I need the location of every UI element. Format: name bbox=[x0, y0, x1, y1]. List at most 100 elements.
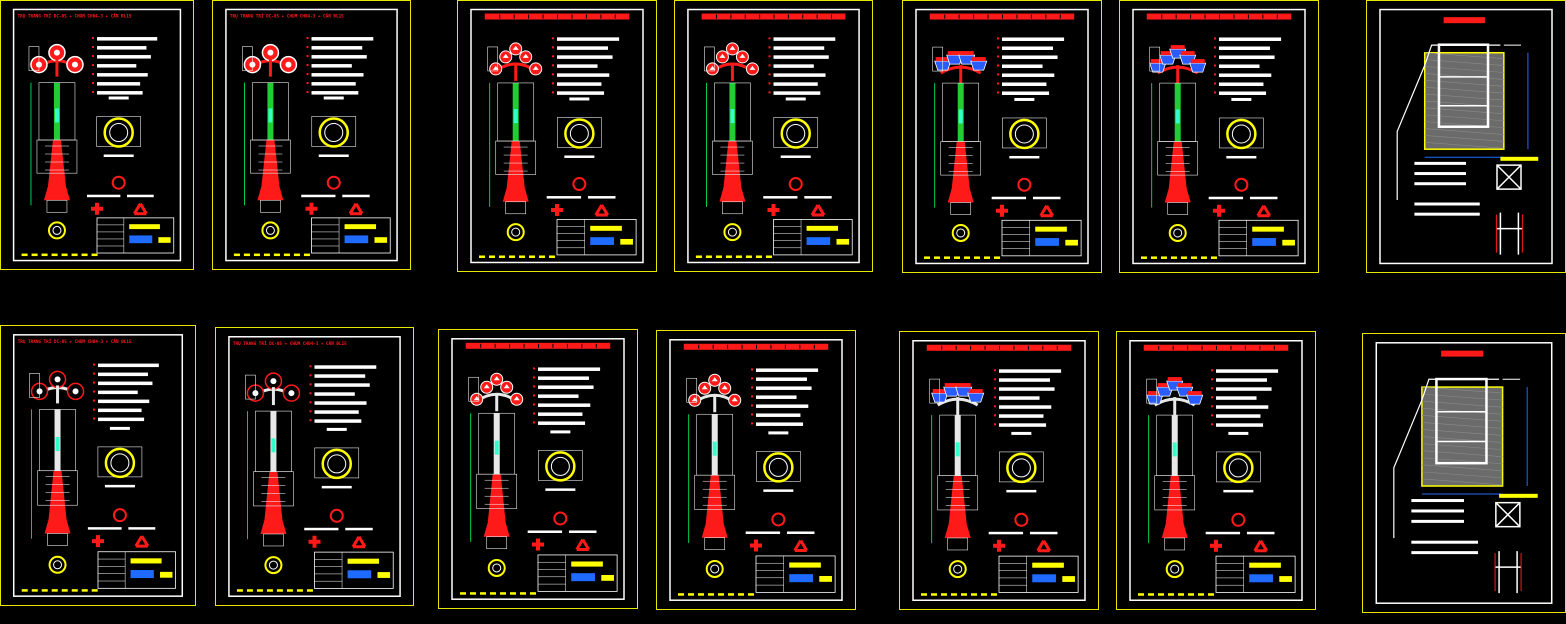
title-block-stamp bbox=[590, 237, 614, 245]
sheet-title-gap bbox=[987, 14, 989, 19]
drawing-sheet-5[interactable] bbox=[902, 0, 1102, 273]
title-block-name bbox=[344, 224, 377, 230]
bottom-scale-mark bbox=[71, 253, 78, 257]
sheet-title-gap bbox=[799, 344, 801, 349]
spec-text-line bbox=[756, 404, 809, 408]
spec-bullet bbox=[997, 46, 999, 49]
sheet-title-gap bbox=[730, 14, 732, 19]
drawing-sheet-4[interactable] bbox=[674, 0, 873, 272]
bottom-scale-mark bbox=[480, 592, 486, 595]
spec-text-line bbox=[98, 399, 150, 404]
lamp-bowl bbox=[943, 386, 961, 397]
bottom-scale-mark bbox=[21, 589, 28, 592]
sheet-title-gap bbox=[1190, 14, 1192, 19]
lamp-flower-core bbox=[731, 397, 738, 402]
spec-bullet bbox=[768, 82, 771, 85]
pole-base bbox=[947, 141, 974, 203]
spec-text-line bbox=[557, 82, 602, 86]
dimension-bracket bbox=[468, 376, 480, 402]
base-footing bbox=[46, 199, 68, 213]
dimension-bracket bbox=[686, 377, 698, 403]
anchor-plan-inner bbox=[1173, 228, 1183, 238]
dimension-bracket bbox=[28, 46, 40, 71]
sheet-title: TRỤ TRANG TRÍ DC-05 + CHÙM CH04-3 + CẦN … bbox=[18, 337, 132, 345]
lamp-bowl bbox=[1156, 386, 1174, 397]
spec-text-line bbox=[314, 365, 377, 369]
sheet-title-gap bbox=[984, 345, 986, 350]
lamp-globe-core bbox=[267, 49, 274, 56]
foundation-note-line bbox=[1411, 509, 1464, 513]
title-block-stamp bbox=[806, 237, 831, 245]
section-ring bbox=[104, 447, 136, 479]
bottom-scale-mark bbox=[981, 593, 987, 596]
title-block-code bbox=[620, 238, 633, 245]
pole-base bbox=[944, 475, 971, 538]
anchor-plan-circle bbox=[261, 221, 280, 240]
spec-text-line bbox=[97, 64, 137, 68]
spec-bullet bbox=[997, 91, 999, 94]
drawing-sheet-9[interactable]: TRỤ TRANG TRÍ DC-05 + CHÙM CH04-3 + CẦN … bbox=[215, 327, 414, 606]
drawing-sheet-10[interactable] bbox=[438, 329, 638, 609]
drawing-sheet-11[interactable] bbox=[656, 330, 856, 610]
bottom-scale-mark bbox=[81, 253, 88, 257]
drawing-sheet-1[interactable]: TRỤ TRANG TRÍ DC-05 + CHÙM CH04-3 + CẦN … bbox=[0, 0, 194, 270]
section-ring bbox=[318, 117, 349, 148]
concrete-hatch bbox=[1424, 142, 1504, 149]
anchor-plan-circle bbox=[487, 558, 506, 577]
drawing-sheet-12[interactable] bbox=[899, 331, 1099, 610]
lamp-globe-core bbox=[288, 390, 295, 397]
bottom-scale-mark bbox=[695, 255, 702, 258]
sheet-title-gap bbox=[1233, 14, 1235, 19]
spec-text-line bbox=[773, 55, 829, 59]
spec-bullet bbox=[533, 385, 535, 388]
sheet-title-gap bbox=[1002, 14, 1003, 19]
spec-text-line bbox=[98, 372, 148, 377]
lamp-bowl-cap bbox=[1150, 59, 1165, 64]
lamp-flower-core bbox=[512, 45, 519, 50]
foundation-note-line bbox=[1414, 182, 1466, 186]
title-block bbox=[1215, 555, 1296, 593]
sheet-title-gap bbox=[999, 345, 1000, 350]
drawing-sheet-6[interactable] bbox=[1119, 0, 1319, 273]
detail-label-left bbox=[991, 196, 1027, 200]
spec-text-line bbox=[538, 403, 591, 407]
sheet-title-gap bbox=[585, 14, 587, 19]
concrete-hatch bbox=[1421, 464, 1503, 472]
sheet-title-gap bbox=[770, 344, 772, 349]
drawing-sheet-2[interactable]: TRỤ TRANG TRÍ DC-05 + CHÙM CH04-3 + CẦN … bbox=[212, 0, 411, 270]
spec-text-line bbox=[999, 405, 1052, 409]
drawing-sheet-3[interactable] bbox=[457, 0, 657, 272]
sheet-outer-frame bbox=[1116, 331, 1316, 610]
lamp-bowl-cap bbox=[968, 389, 983, 394]
detail-label-left bbox=[1208, 196, 1244, 200]
spec-text-line bbox=[1002, 82, 1047, 86]
bottom-scale-mark bbox=[263, 253, 270, 257]
foundation-note-line bbox=[1414, 161, 1466, 165]
bottom-scale-mark bbox=[1188, 593, 1194, 596]
bottom-scale-mark bbox=[1141, 256, 1147, 259]
pole-base bbox=[44, 470, 71, 534]
bottom-scale-mark bbox=[708, 593, 714, 596]
spec-bullet bbox=[93, 372, 95, 375]
spec-text-line bbox=[311, 64, 352, 68]
spec-text-line bbox=[1219, 91, 1267, 95]
bottom-scale-mark bbox=[1171, 256, 1177, 259]
spec-text-line bbox=[1219, 82, 1264, 86]
drawing-sheet-8[interactable]: TRỤ TRANG TRÍ DC-05 + CHÙM CH04-3 + CẦN … bbox=[0, 325, 196, 606]
sheet-title: TRỤ TRANG TRÍ DC-05 + CHÙM CH04-3 + CẦN … bbox=[233, 339, 347, 347]
lamp-globe-core bbox=[72, 388, 79, 395]
anchor-bolt-elevation bbox=[1496, 212, 1523, 255]
spec-bullet bbox=[552, 37, 554, 40]
bottom-scale-mark bbox=[273, 253, 280, 257]
spec-bullet bbox=[997, 37, 999, 40]
detail-label-left bbox=[86, 194, 121, 198]
lamp-flower-core bbox=[473, 396, 480, 401]
bolt-cross-mark bbox=[92, 535, 104, 548]
drawing-sheet-13[interactable] bbox=[1116, 331, 1316, 610]
title-block bbox=[998, 555, 1079, 593]
pole-joint bbox=[955, 442, 960, 457]
base-outline-box bbox=[937, 475, 979, 511]
spec-text-line bbox=[756, 377, 807, 381]
drawing-sheet-7[interactable] bbox=[1366, 0, 1566, 273]
